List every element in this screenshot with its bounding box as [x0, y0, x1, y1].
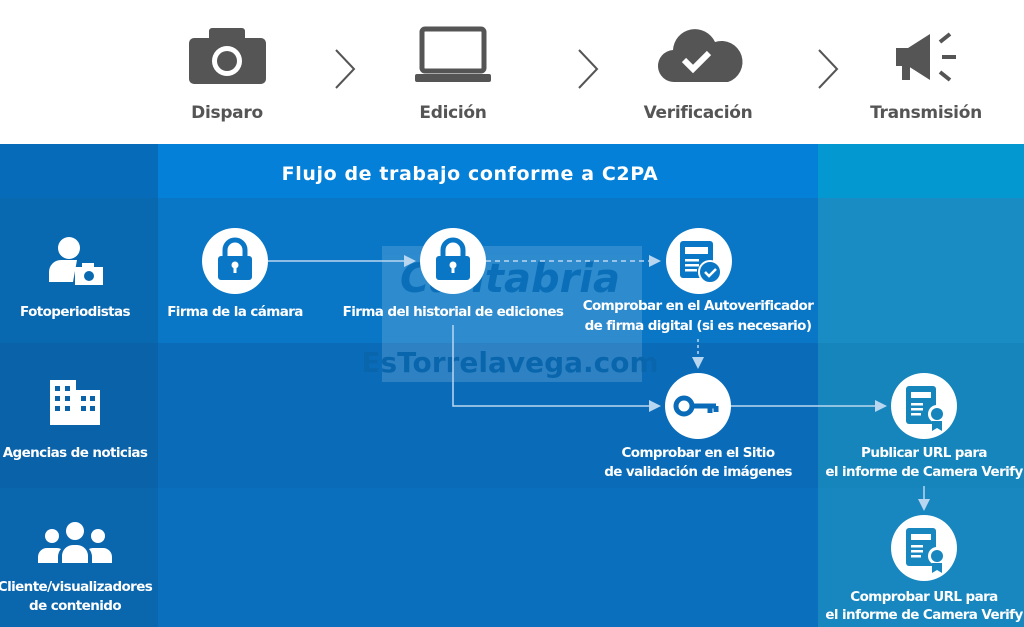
step-label: el informe de Camera Verify — [825, 607, 1023, 623]
document-check-icon — [666, 228, 732, 294]
document-seal-icon — [891, 515, 957, 581]
connectors — [268, 255, 930, 511]
stage-label: Disparo — [191, 103, 263, 123]
actor-label: Agencias de noticias — [3, 445, 148, 461]
megaphone-icon — [896, 32, 956, 82]
key-icon — [665, 373, 731, 439]
lock-icon — [202, 228, 268, 294]
stage-label: Verificación — [644, 103, 753, 123]
step-label: Firma del historial de ediciones — [343, 304, 564, 320]
step-label: de firma digital (si es necesario) — [585, 318, 812, 334]
chevron-right-icon — [818, 49, 839, 89]
people-icon — [38, 522, 112, 563]
step-label: Comprobar en el Sitio — [621, 445, 774, 461]
step-label: Publicar URL para — [861, 445, 987, 461]
cloud-check-icon — [657, 29, 743, 83]
chevrons — [335, 49, 839, 89]
svg-text:EsTorrelavega.com: EsTorrelavega.com — [361, 346, 658, 379]
stage-label: Edición — [419, 103, 486, 123]
background-grid — [0, 144, 1024, 627]
actor-label: Cliente/visualizadores — [0, 579, 153, 595]
step-label: Comprobar URL para — [850, 589, 998, 605]
document-seal-icon — [891, 373, 957, 439]
step-label: de validación de imágenes — [604, 464, 792, 480]
step-label: Firma de la cámara — [167, 304, 303, 320]
workflow-title: Flujo de trabajo conforme a C2PA — [282, 163, 659, 185]
actor-label: Fotoperiodistas — [20, 304, 131, 320]
lock-icon — [420, 228, 486, 294]
photographer-icon — [49, 237, 103, 285]
stage-label: Transmisión — [870, 103, 982, 123]
step-label: el informe de Camera Verify — [825, 464, 1023, 480]
actor-label: de contenido — [29, 598, 121, 614]
chevron-right-icon — [335, 49, 356, 89]
camera-icon — [189, 28, 266, 84]
building-icon — [50, 380, 100, 425]
laptop-icon — [415, 26, 491, 82]
chevron-right-icon — [578, 49, 599, 89]
step-label: Comprobar en el Autoverificador — [583, 298, 815, 314]
